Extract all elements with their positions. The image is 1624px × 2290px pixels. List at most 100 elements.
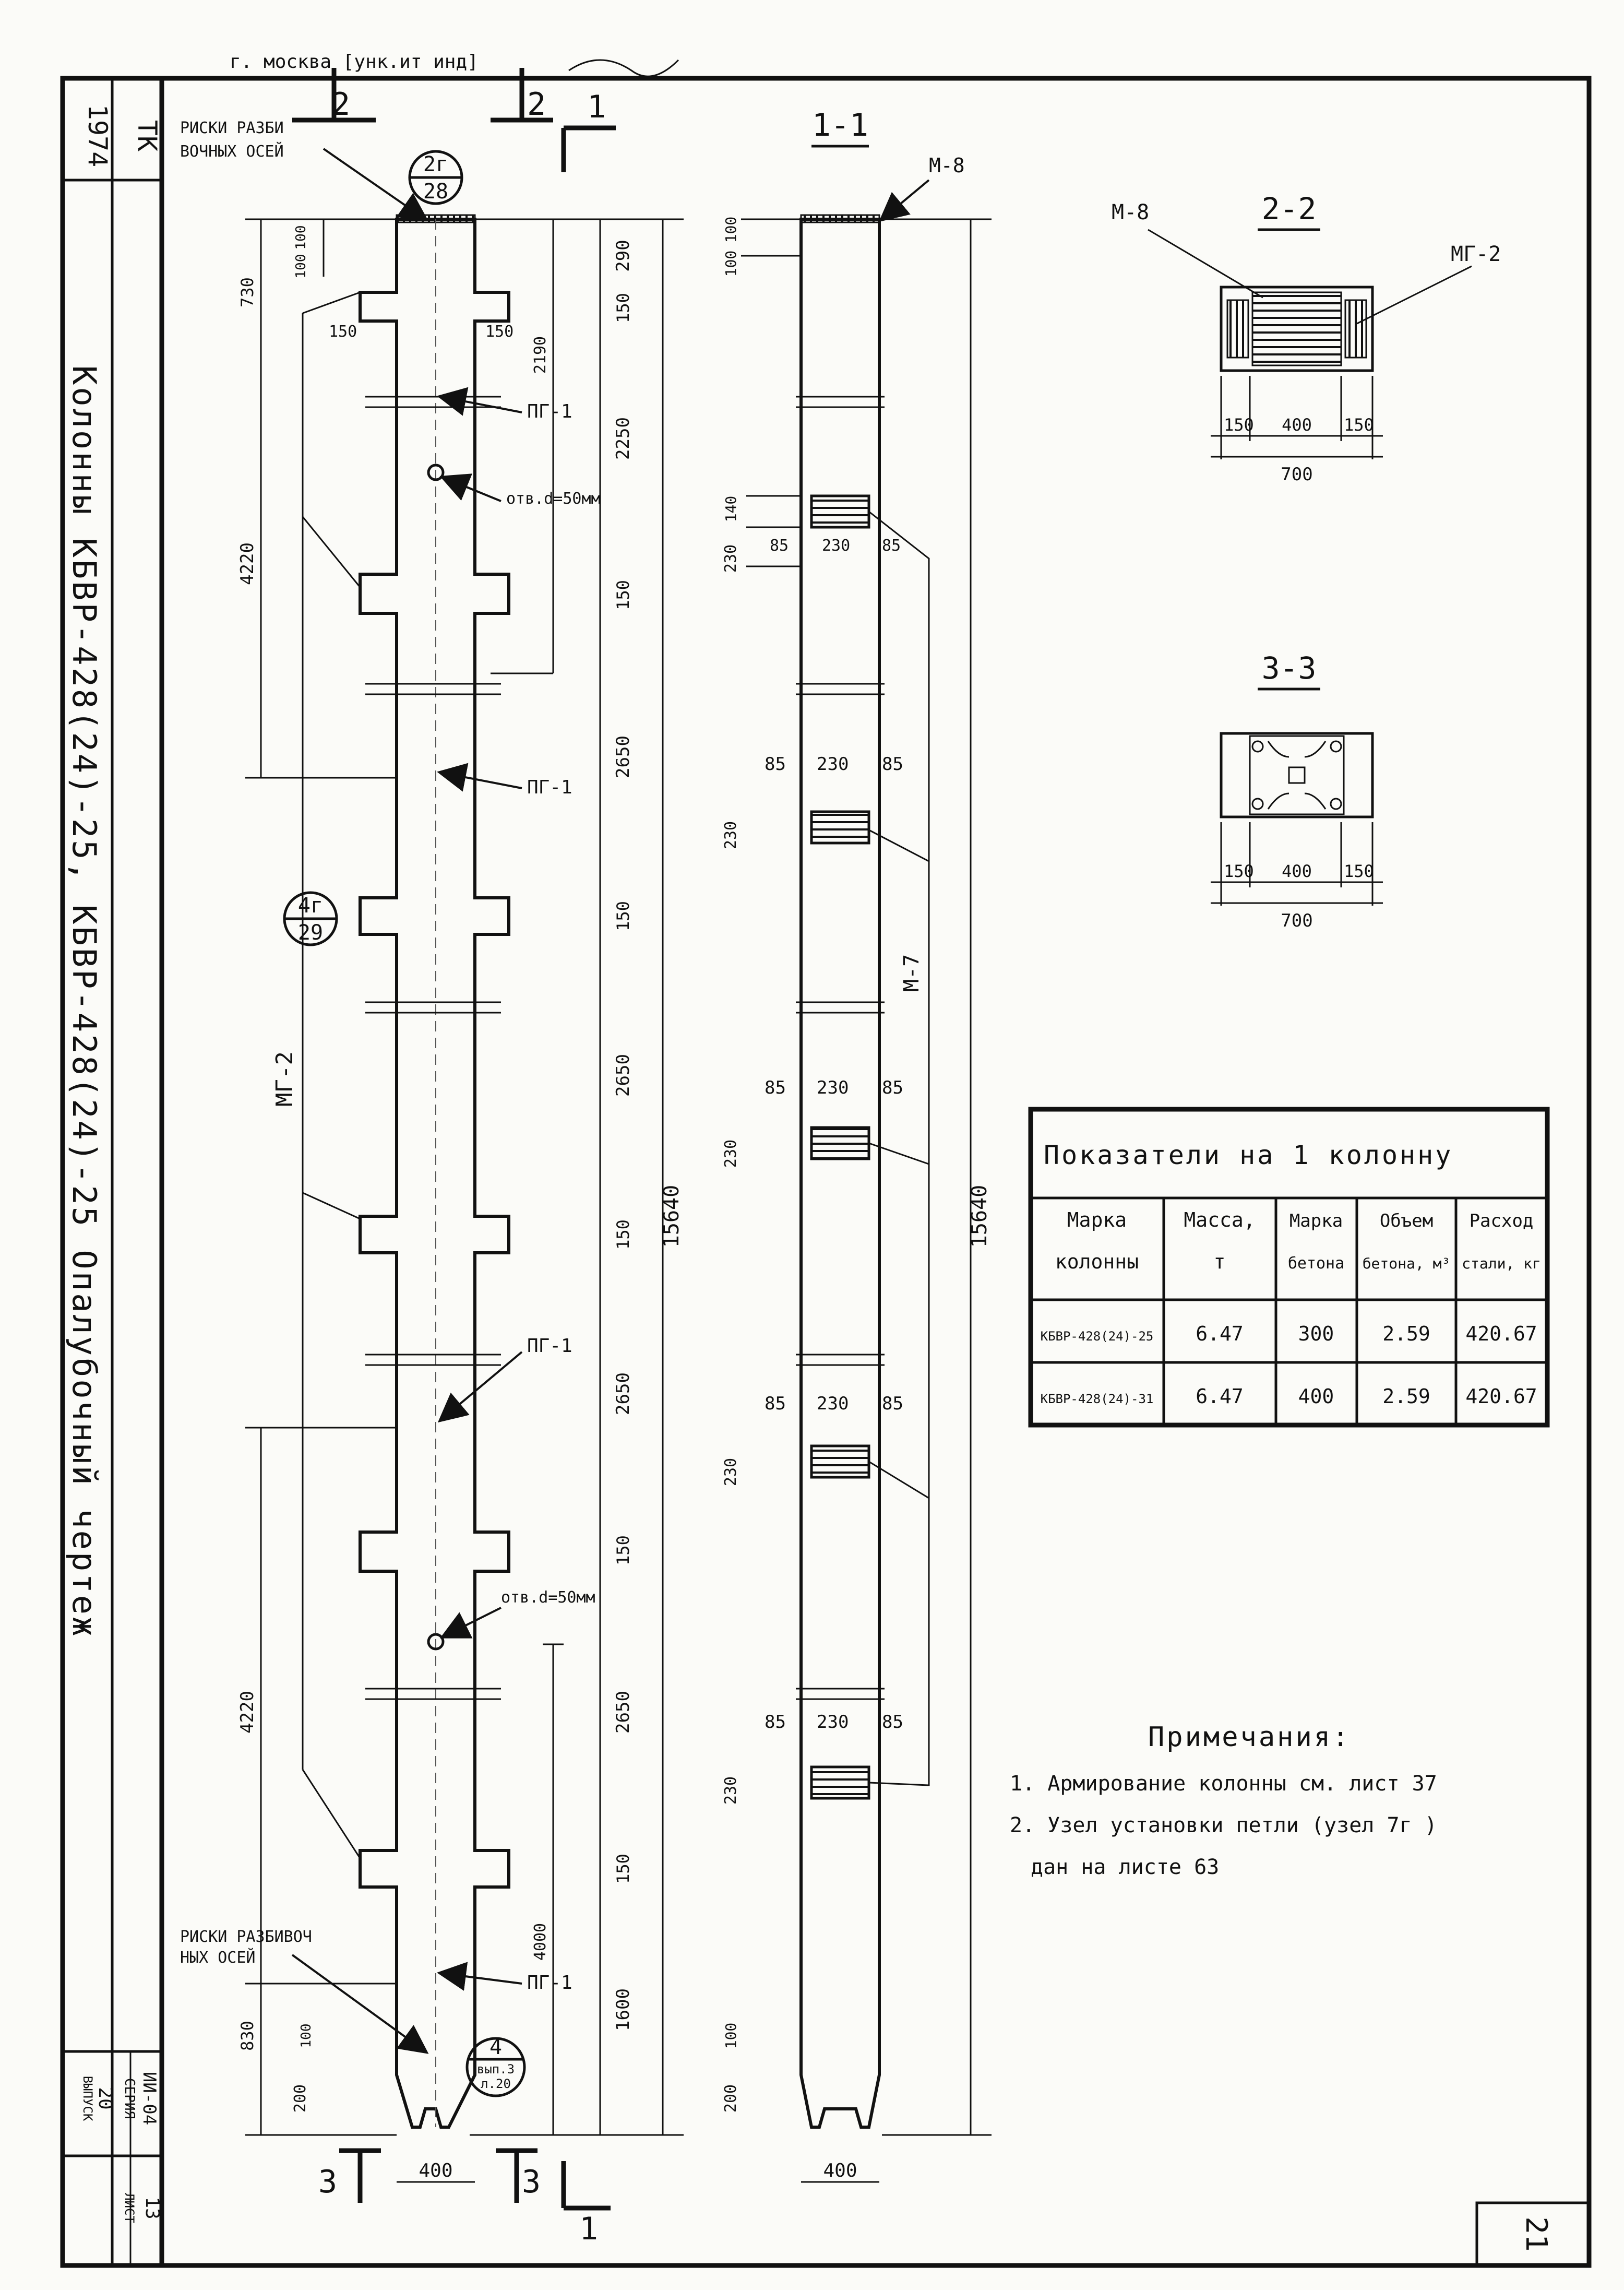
s11-dim-230-2: 230	[722, 821, 740, 849]
section-3-3-title: 3-3	[1262, 650, 1317, 686]
dim-r-7: 150	[613, 1219, 633, 1250]
bottom-note-line1: РИСКИ РАЗБИВОЧ	[180, 1928, 312, 1946]
section-3-3: 3-3 150 400 150 700	[1211, 650, 1383, 931]
s33-dim-150a: 150	[1224, 861, 1254, 881]
top-note-line2: ВОЧНЫХ ОСЕЙ	[180, 142, 284, 161]
section-mark-2a: 2	[331, 86, 350, 123]
table-title: Показатели на 1 колонну	[1044, 1140, 1453, 1170]
th-0-2: колонны	[1055, 1250, 1139, 1273]
s11-dim-230: 230	[722, 544, 740, 573]
section-1-1-title: 1-1	[812, 107, 868, 144]
s11-dim-100b: 100	[722, 251, 739, 277]
sidebar-title: Колонны КБВР-428(24)-25, КБВР-428(24)-25…	[65, 365, 103, 1638]
th-3-2: бетона, м³	[1363, 1255, 1451, 1272]
notes-block: Примечания: 1. Армирование колонны см. л…	[1010, 1722, 1437, 1879]
th-4-1: Расход	[1470, 1211, 1534, 1231]
sidebar-issue-label: ВЫПУСК	[80, 2076, 95, 2121]
page-number: 21	[1519, 2216, 1553, 2251]
top-scrawl: г. москва [унк.ит инд]	[230, 51, 479, 73]
s11-dim-85d: 85	[882, 754, 903, 775]
indicators-table: Показатели на 1 колонну Марка колонны Ма…	[1028, 1107, 1550, 1428]
th-2-2: бетона	[1288, 1254, 1344, 1273]
callout-bot-num: 4	[489, 2035, 502, 2059]
s11-dim-85j: 85	[882, 1712, 903, 1733]
top-note-line1: РИСКИ РАЗБИ	[180, 119, 284, 137]
s11-dim-140: 140	[722, 496, 739, 523]
dim-r-4: 2650	[613, 735, 634, 778]
s22-dim-150a: 150	[1224, 415, 1254, 435]
section-mark-1-top: 1	[587, 89, 606, 125]
notes-title: Примечания:	[1148, 1722, 1351, 1753]
td-0-1: 6.47	[1196, 1322, 1244, 1345]
dim-l-1: 100	[293, 254, 309, 279]
dim-r-5: 150	[613, 901, 633, 931]
th-0-1: Марка	[1067, 1208, 1127, 1231]
s11-dim-230c: 230	[817, 754, 849, 775]
dim-l-5: 830	[237, 2021, 257, 2051]
s22-dim-150b: 150	[1344, 415, 1374, 435]
s11-dim-100a: 100	[722, 217, 739, 243]
s33-dim-400: 400	[1282, 861, 1312, 881]
s33-dim-150b: 150	[1344, 861, 1374, 881]
s11-dim-85f: 85	[882, 1077, 903, 1098]
s11-dim-230g: 230	[817, 1393, 849, 1414]
section-mark-3a: 3	[318, 2164, 337, 2200]
hole-note-2: отв.d=50мм	[501, 1588, 595, 1607]
m7-label: М-7	[900, 954, 924, 992]
page-number-box	[1475, 2201, 1591, 2267]
mg2-label-s22: МГ-2	[1451, 242, 1501, 266]
dim-r-3: 150	[613, 580, 633, 610]
dim-l-7: 200	[291, 2084, 309, 2113]
dim-r-12: 1600	[613, 1988, 634, 2031]
s33-total: 700	[1281, 910, 1312, 931]
dim-150-left: 150	[329, 323, 357, 341]
mg2-label-elevation: МГ-2	[271, 1051, 298, 1107]
dim-l-4: 4220	[237, 1691, 258, 1734]
td-0-2: 300	[1298, 1322, 1334, 1345]
dim-l-3: 4220	[237, 542, 258, 585]
s11-dim-230-3: 230	[722, 1140, 740, 1168]
callout-bot-l1: вып.3	[477, 2062, 515, 2077]
dim-r-8: 2650	[613, 1372, 634, 1415]
dim-r-2: 2250	[613, 417, 634, 460]
s11-dim-85b: 85	[882, 537, 901, 555]
sidebar-year: 1974	[82, 104, 113, 167]
sidebar-series-label: СЕРИЯ	[122, 2078, 137, 2119]
dim-r-9: 150	[613, 1535, 633, 1565]
dim-l-2: 730	[237, 277, 257, 307]
sidebar-series-value: ИИ-04	[139, 2072, 160, 2125]
section-mark-1-bot: 1	[579, 2211, 598, 2247]
pg1-label-2: ПГ-1	[527, 777, 572, 798]
s11-dim-85g: 85	[765, 1393, 786, 1414]
s11-dim-85h: 85	[882, 1393, 903, 1414]
s11-width: 400	[823, 2160, 857, 2181]
td-0-0: КБВР-428(24)-25	[1041, 1329, 1154, 1344]
column-outline	[359, 218, 510, 2129]
section-mark-3b: 3	[522, 2164, 541, 2200]
td-1-3: 2.59	[1382, 1385, 1430, 1408]
td-1-4: 420.67	[1465, 1385, 1537, 1408]
th-4-2: стали, кг	[1462, 1255, 1541, 1272]
s11-dim-230-4: 230	[722, 1458, 740, 1486]
sheet-frame	[60, 76, 1592, 2268]
section-1-1: 1-1 М-8 М-7	[722, 107, 992, 2183]
pg1-label-1: ПГ-1	[527, 401, 572, 422]
callout-mid-sheet: 29	[298, 921, 323, 945]
section-mark-2b: 2	[527, 86, 546, 123]
dim-r-6: 2650	[613, 1054, 634, 1097]
dim-r-0: 290	[613, 240, 634, 271]
th-1-1: Масса,	[1184, 1208, 1255, 1231]
sidebar-sheet-label: ЛИСТ	[122, 2193, 137, 2223]
s11-bottom-100: 100	[722, 2023, 739, 2049]
dim-l-0: 100	[293, 226, 309, 250]
dim-r-11: 150	[613, 1854, 633, 1884]
dim-4000: 4000	[531, 1923, 550, 1961]
s11-bottom-200: 200	[722, 2084, 740, 2113]
s22-dim-400: 400	[1282, 415, 1312, 435]
s11-dim-85e: 85	[765, 1077, 786, 1098]
s11-dim-230-5: 230	[722, 1776, 740, 1805]
s11-dim-230i: 230	[817, 1712, 849, 1733]
dim-2190: 2190	[531, 336, 550, 374]
dim-r-10: 2650	[613, 1691, 634, 1734]
